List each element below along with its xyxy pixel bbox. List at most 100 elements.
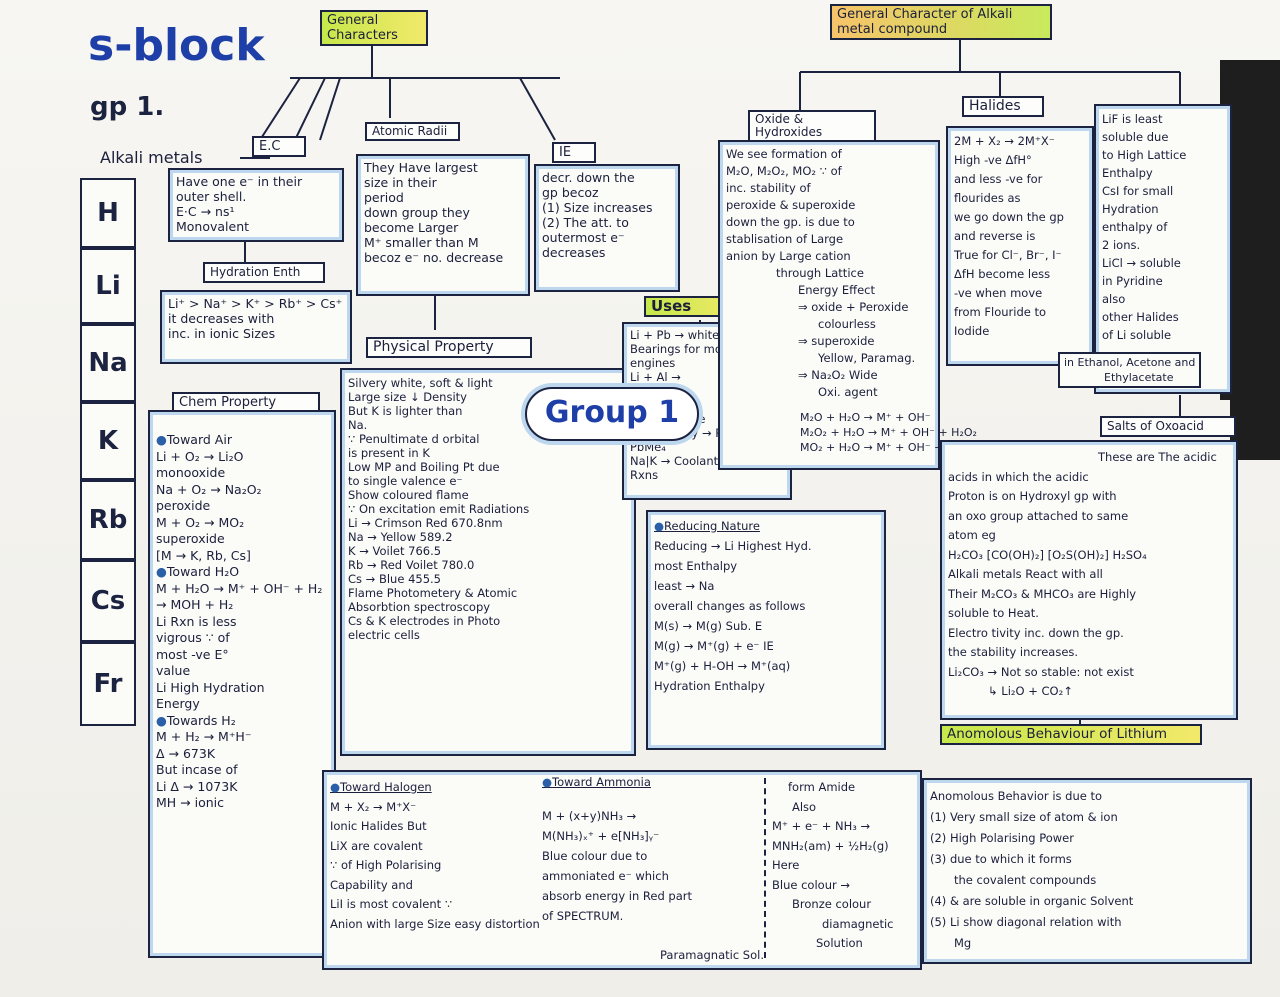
oxide-line: peroxide & superoxide — [726, 198, 856, 212]
chem-line: [M → K, Rb, Cs] — [156, 547, 251, 563]
ammonia-line: Blue colour due to — [542, 849, 648, 863]
anomalous-line: Anomolous Behavior is due to — [930, 789, 1103, 803]
oxide-reaction-line: M₂O₂ + H₂O → M⁺ + OH⁻ + H₂O₂ — [800, 426, 977, 439]
halides-line: we go down the gp — [954, 210, 1064, 224]
ie-line: (1) Size increases — [542, 200, 653, 215]
hydration-box: Li⁺ > Na⁺ > K⁺ > Rb⁺ > Cs⁺ it decreases … — [160, 290, 352, 364]
hydration-line: Li⁺ > Na⁺ > K⁺ > Rb⁺ > Cs⁺ — [168, 296, 343, 311]
chem-line: Δ → 673K — [156, 745, 216, 761]
lif-line: LiF is least — [1102, 112, 1163, 126]
ie-line: decr. down the — [542, 170, 635, 185]
lif-line: Hydration — [1102, 202, 1159, 216]
halides-line: -ve when move — [954, 286, 1043, 300]
oxide-line: We see formation of — [726, 147, 842, 161]
chem-line: Li Δ → 1073K — [156, 778, 238, 794]
chem-line: MH → ionic — [156, 795, 224, 810]
chem-line: vigrous ∵ of — [156, 630, 230, 645]
halogen-line: Anion with large Size easy distortion — [330, 916, 540, 931]
reducing-nature-box: Reducing Nature Reducing → Li Highest Hy… — [646, 510, 886, 750]
halogen-line: M + X₂ → M⁺X⁻ — [330, 799, 417, 814]
physical-line: Show coloured flame — [348, 488, 469, 502]
oxoacid-line: These are The acidic — [1098, 450, 1217, 464]
uses-line: engines — [630, 356, 676, 370]
physical-line: Low MP and Boiling Pt due — [348, 460, 500, 474]
chem-line: Li High Hydration — [156, 679, 265, 695]
chem-line: M + O₂ → MO₂ — [156, 514, 245, 530]
physical-line: to single valence e⁻ — [348, 474, 463, 488]
oxide-line: ⇒ oxide + Peroxide — [798, 300, 909, 314]
radii-line: down group they — [364, 205, 470, 220]
ammonia-label: Toward Ammonia — [542, 772, 752, 792]
oxide-line: ⇒ Na₂O₂ Wide — [798, 368, 878, 382]
hydration-label: Hydration Enth — [203, 262, 325, 283]
oxoacid-line: atom eg — [948, 528, 996, 542]
lif-line: LiCl → soluble — [1102, 256, 1181, 270]
halides-line: and reverse is — [954, 229, 1036, 243]
amide-line: Bronze colour — [792, 897, 872, 911]
halides-line: flourides as — [954, 191, 1021, 205]
halogen-line: LiI is most covalent ∵ — [330, 897, 453, 911]
chem-line: Li + O₂ → Li₂O — [156, 448, 244, 464]
lif-line: CsI for small — [1102, 184, 1174, 198]
chem-line: But incase of — [156, 762, 238, 777]
ie-line: (2) The att. to — [542, 215, 629, 230]
reducing-line: M(g) → M⁺(g) + e⁻ IE — [654, 639, 774, 653]
halides-line: from Flouride to — [954, 305, 1047, 319]
uses-line: Li + Al → — [630, 370, 681, 384]
oxide-line: Yellow, Paramag. — [818, 351, 916, 365]
physical-line: Cs & K electrodes in Photo — [348, 614, 501, 628]
radii-line: becoz e⁻ no. decrease — [364, 250, 504, 265]
ie-box: decr. down the gp becoz (1) Size increas… — [534, 164, 680, 292]
amide-line: M⁺ + e⁻ + NH₃ → — [772, 819, 871, 833]
ec-line: E·C → ns¹ — [176, 204, 235, 219]
reducing-line: least → Na — [654, 579, 715, 593]
chem-line: most -ve E° — [156, 646, 229, 662]
atomic-radii-label: Atomic Radii — [365, 122, 460, 141]
halogen-line: ∵ of High Polarising — [330, 858, 442, 872]
reducing-nature-label: Reducing Nature — [654, 516, 878, 536]
chem-line: Li Rxn is less — [156, 613, 237, 629]
hydration-line: inc. in ionic Sizes — [168, 326, 276, 341]
physical-line: K → Voilet 766.5 — [348, 544, 442, 558]
physical-line: Flame Photometery & Atomic — [348, 586, 518, 600]
reducing-line: most Enthalpy — [654, 559, 738, 573]
uses-line: Rxns — [630, 468, 659, 482]
lif-solvents: in Ethanol, Acetone and Ethylacetate — [1058, 352, 1202, 388]
ammonia-line: of SPECTRUM. — [542, 909, 624, 923]
physical-line: But K is lighter than — [348, 404, 463, 418]
halides-line: True for Cl⁻, Br⁻, I⁻ — [954, 248, 1062, 262]
halogen-line: Ionic Halides But — [330, 819, 427, 833]
chem-line: Towards H₂ — [156, 713, 328, 730]
halides-label: Halides — [962, 96, 1044, 117]
ec-line: outer shell. — [176, 189, 247, 204]
general-characters-label: General Characters — [320, 10, 428, 46]
chem-line: M + H₂O → M⁺ + OH⁻ + H₂ — [156, 580, 323, 596]
oxoacid-box: These are The acidic acids in which the … — [940, 440, 1238, 720]
ammonia-line: M + (x+y)NH₃ → — [542, 809, 637, 823]
oxoacid-label: Salts of Oxoacid — [1100, 416, 1236, 437]
physical-line: is present in K — [348, 446, 430, 460]
alkali-metals-label: Alkali metals — [100, 148, 203, 167]
page-title: s-block — [88, 20, 265, 71]
lif-line: 2 ions. — [1102, 238, 1141, 252]
halides-box: 2M + X₂ → 2M⁺X⁻ High -ve ΔfH° and less -… — [946, 126, 1094, 366]
reducing-line: Hydration Enthalpy — [654, 679, 765, 693]
lif-line: enthalpy of — [1102, 220, 1168, 234]
chem-line: peroxide — [156, 498, 211, 513]
physical-line: ∵ On excitation emit Radiations — [348, 502, 530, 516]
anomalous-line: (1) Very small size of atom & ion — [930, 810, 1118, 824]
halides-line: 2M + X₂ → 2M⁺X⁻ — [954, 134, 1055, 148]
chem-line: → MOH + H₂ — [156, 597, 234, 612]
lif-line: Enthalpy — [1102, 166, 1153, 180]
amide-line: MNH₂(am) + ½H₂(g) — [772, 838, 889, 853]
oxide-line: anion by Large cation — [726, 249, 851, 263]
chem-line: Na + O₂ → Na₂O₂ — [156, 481, 262, 497]
halides-line: Iodide — [954, 324, 990, 338]
anomalous-line: the covalent compounds — [954, 873, 1097, 887]
oxide-hydroxide-box: We see formation of M₂O, M₂O₂, MO₂ ∵ of … — [718, 140, 940, 470]
ec-line: Monovalent — [176, 219, 250, 234]
uses-line: PbMe₄ — [630, 440, 666, 454]
oxide-line: Oxi. agent — [818, 385, 878, 399]
reducing-line: Reducing → Li Highest Hyd. — [654, 539, 812, 553]
